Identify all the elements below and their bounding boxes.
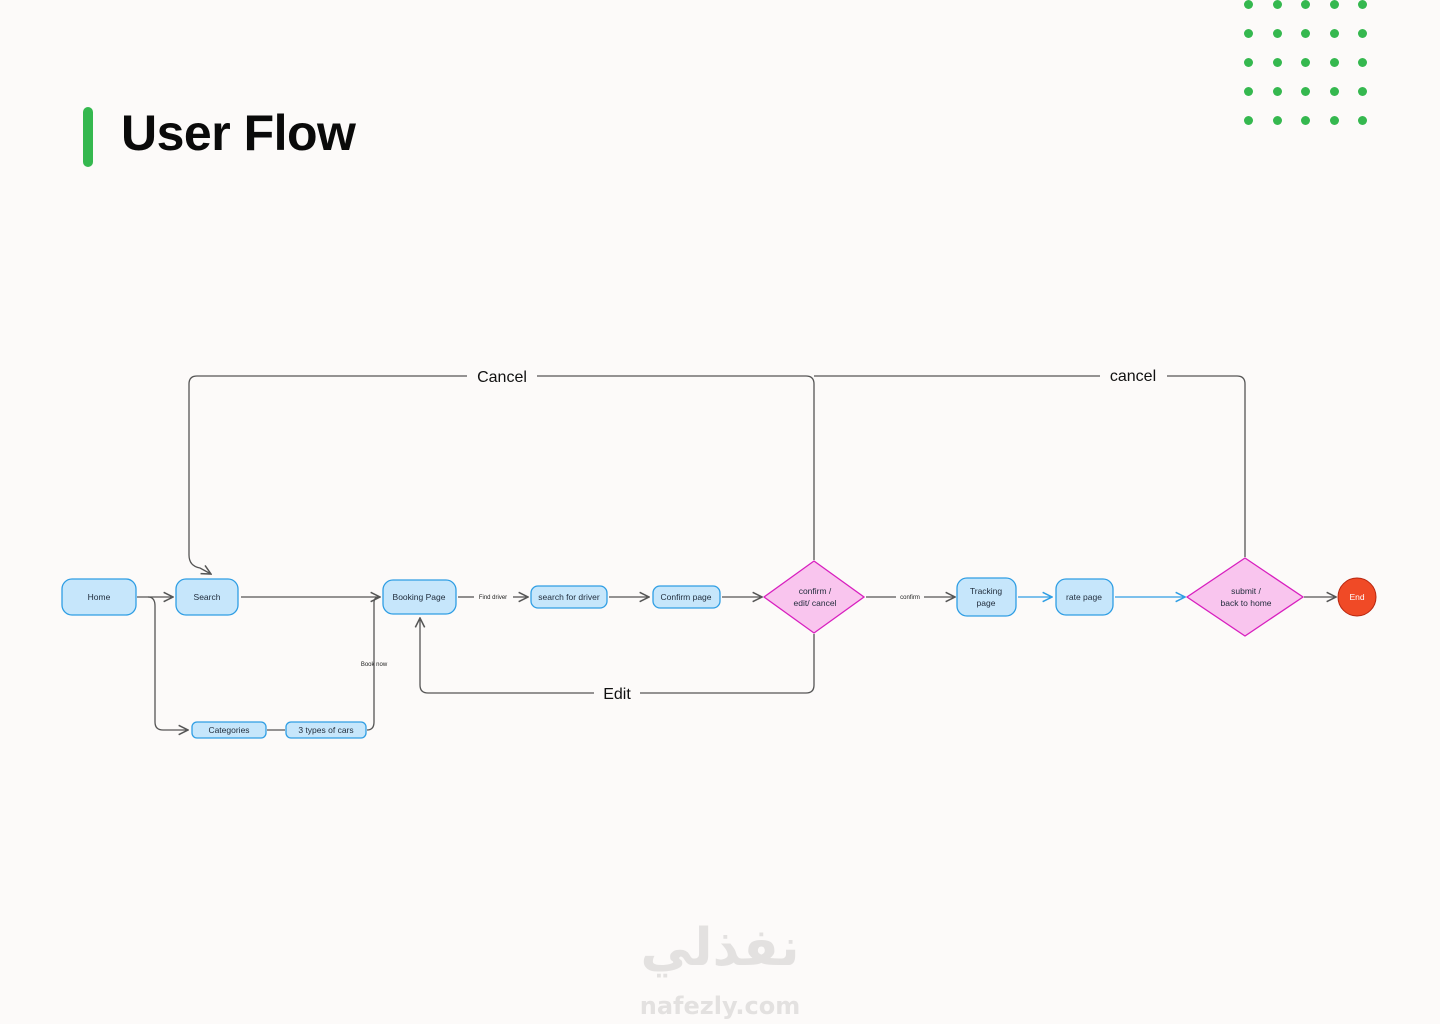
node-tracking-page: Tracking page — [956, 577, 1017, 617]
decision-confirm-edit-cancel: confirm / edit/ cancel — [762, 560, 866, 634]
page-title: User Flow — [121, 105, 356, 161]
node-search-for-driver: search for driver — [530, 585, 608, 609]
svg-text:confirm /: confirm / — [799, 586, 832, 596]
decorative-dot — [1358, 58, 1367, 68]
svg-text:Booking Page: Booking Page — [393, 592, 446, 602]
title-accent-bar — [83, 107, 93, 167]
edge-label-book-now: Book now — [361, 662, 388, 668]
edge-label-cancel-right: cancel — [1110, 368, 1156, 385]
decorative-dot — [1244, 116, 1253, 126]
decorative-dot — [1244, 87, 1253, 97]
decorative-dot — [1329, 29, 1339, 39]
edge-label-confirm: confirm — [900, 595, 920, 601]
decorative-dot — [1329, 58, 1339, 68]
decorative-dot-grid — [1240, 0, 1375, 131]
node-home: Home — [61, 578, 137, 616]
svg-text:Tracking: Tracking — [970, 586, 1003, 596]
svg-text:Categories: Categories — [208, 725, 249, 735]
watermark-arabic: نفذلي — [640, 918, 800, 978]
node-booking-page: Booking Page — [382, 579, 457, 615]
svg-text:edit/ cancel: edit/ cancel — [794, 598, 837, 608]
decorative-dot — [1272, 87, 1282, 97]
edge-cancel-left — [188, 375, 815, 574]
decorative-dot — [1329, 116, 1339, 126]
svg-text:3 types of cars: 3 types of cars — [298, 725, 353, 735]
decorative-dot — [1301, 87, 1310, 97]
edge-label-find-driver: Find driver — [479, 595, 507, 601]
svg-text:Confirm page: Confirm page — [660, 592, 711, 602]
decorative-dot — [1244, 58, 1253, 68]
decorative-dot — [1301, 116, 1310, 126]
edge-label-cancel-left: Cancel — [477, 369, 527, 386]
node-end: End — [1337, 577, 1377, 617]
decorative-dot — [1358, 29, 1367, 39]
edge-label-edit: Edit — [603, 686, 631, 703]
decorative-dot — [1329, 0, 1339, 9]
node-three-types-of-cars: 3 types of cars — [285, 721, 367, 739]
edge-edit — [420, 618, 815, 694]
svg-text:Home: Home — [88, 592, 111, 602]
decorative-dot — [1358, 0, 1367, 9]
edge-home-categories — [147, 596, 188, 730]
decorative-dot — [1272, 116, 1282, 126]
decorative-dot — [1272, 0, 1282, 9]
decorative-dot — [1244, 29, 1253, 39]
node-rate-page: rate page — [1055, 578, 1114, 616]
node-confirm-page: Confirm page — [652, 585, 721, 609]
decorative-dot — [1329, 87, 1339, 97]
edge-types-booking — [366, 596, 381, 731]
node-categories: Categories — [191, 721, 267, 739]
decorative-dot — [1244, 0, 1253, 9]
svg-text:search for driver: search for driver — [538, 592, 600, 602]
edge-cancel-right — [814, 375, 1246, 557]
decorative-dot — [1301, 0, 1310, 9]
svg-text:rate page: rate page — [1066, 592, 1102, 602]
svg-text:back to home: back to home — [1220, 598, 1271, 608]
svg-text:End: End — [1349, 592, 1364, 602]
decorative-dot — [1272, 58, 1282, 68]
node-search: Search — [175, 578, 239, 616]
decorative-dot — [1301, 58, 1310, 68]
decorative-dot — [1301, 29, 1310, 39]
svg-text:submit /: submit / — [1231, 586, 1261, 596]
svg-text:Search: Search — [194, 592, 221, 602]
decorative-dot — [1358, 87, 1367, 97]
decorative-dot — [1358, 116, 1367, 126]
svg-text:page: page — [977, 598, 996, 608]
watermark-latin: nafezly.com — [639, 992, 801, 1020]
decorative-dot — [1272, 29, 1282, 39]
decision-submit-back-to-home: submit / back to home — [1185, 557, 1305, 637]
